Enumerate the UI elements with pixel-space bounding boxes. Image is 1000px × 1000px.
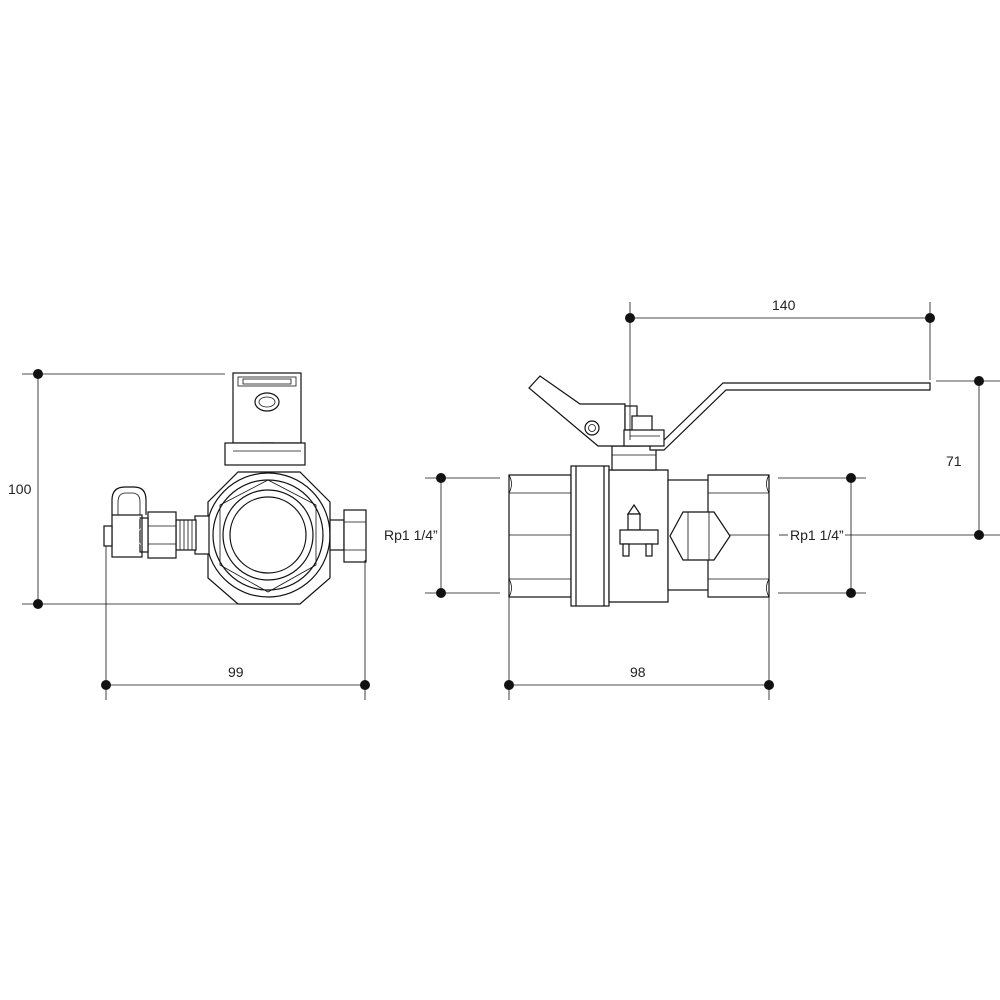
side-view bbox=[103, 372, 367, 605]
dim-thread-right-label: Rp1 1/4” bbox=[790, 527, 844, 543]
test-point-fitting bbox=[103, 486, 210, 559]
side-cap-right bbox=[329, 509, 367, 563]
valve-body-end bbox=[205, 471, 331, 605]
dim-handle-height-label: 71 bbox=[946, 453, 962, 469]
body-right-end bbox=[667, 474, 770, 598]
lever-handle bbox=[528, 375, 931, 451]
dim-width-label: 99 bbox=[228, 664, 244, 680]
dim-body-length-label: 98 bbox=[630, 664, 646, 680]
front-view bbox=[508, 375, 931, 607]
body-left-end bbox=[508, 465, 610, 607]
dim-handle-length-label: 140 bbox=[772, 297, 796, 313]
dimension-lines bbox=[22, 302, 1000, 700]
top-bracket bbox=[224, 372, 306, 466]
dim-height-label: 100 bbox=[8, 481, 32, 497]
dim-thread-left-label: Rp1 1/4” bbox=[384, 527, 438, 543]
small-tap bbox=[619, 503, 659, 557]
